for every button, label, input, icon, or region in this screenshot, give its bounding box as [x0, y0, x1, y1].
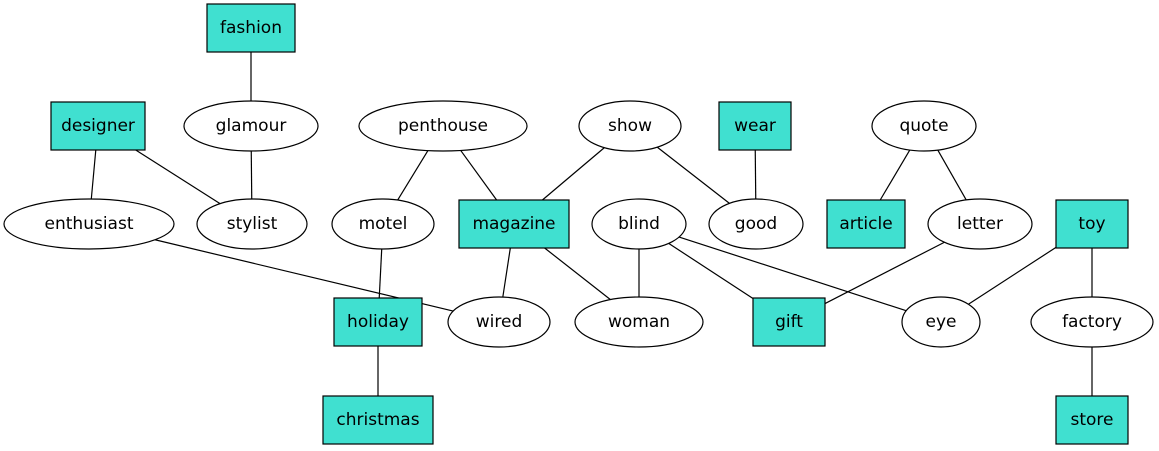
node-label-christmas: christmas — [336, 410, 419, 430]
node-ellipse-glamour — [183, 100, 319, 152]
edge-designer-enthusiast — [90, 149, 97, 200]
node-label-penthouse: penthouse — [398, 116, 488, 136]
node-eye: eye — [901, 296, 981, 348]
nodes-layer: fashion designer glamour penthouse show wear q… — [3, 3, 1154, 445]
node-glamour: glamour — [183, 100, 319, 152]
node-holiday: holiday — [333, 297, 423, 347]
node-ellipse-blind — [591, 198, 687, 250]
node-label-magazine: magazine — [472, 214, 555, 234]
edge-letter-gift — [824, 241, 945, 305]
node-label-wired: wired — [476, 312, 523, 332]
node-label-stylist: stylist — [227, 214, 278, 234]
node-fashion: fashion — [206, 3, 296, 53]
node-quote: quote — [871, 100, 977, 152]
node-ellipse-wired — [447, 296, 551, 348]
node-factory: factory — [1030, 296, 1154, 348]
edge-penthouse-magazine — [460, 150, 498, 201]
edges-layer — [90, 52, 1093, 396]
node-label-holiday: holiday — [347, 312, 409, 332]
node-box-toy — [1055, 199, 1129, 249]
node-box-article — [826, 199, 906, 249]
node-article: article — [826, 199, 906, 249]
node-ellipse-enthusiast — [3, 198, 175, 250]
node-label-blind: blind — [618, 214, 660, 234]
node-stylist: stylist — [196, 198, 308, 250]
node-label-show: show — [608, 116, 652, 136]
node-label-factory: factory — [1062, 312, 1122, 332]
node-good: good — [708, 198, 804, 250]
node-designer: designer — [50, 101, 146, 151]
node-label-gift: gift — [775, 312, 803, 332]
node-christmas: christmas — [322, 395, 434, 445]
node-wear: wear — [718, 101, 792, 151]
edge-wear-good — [754, 149, 757, 200]
edge-designer-stylist — [135, 149, 221, 205]
node-label-glamour: glamour — [216, 116, 287, 136]
node-label-article: article — [839, 214, 892, 234]
node-ellipse-letter — [927, 198, 1033, 250]
node-gift: gift — [752, 297, 826, 347]
node-ellipse-quote — [871, 100, 977, 152]
node-label-quote: quote — [899, 116, 948, 136]
node-box-holiday — [333, 297, 423, 347]
node-box-wear — [718, 101, 792, 151]
node-label-eye: eye — [926, 312, 957, 332]
node-box-gift — [752, 297, 826, 347]
node-label-woman: woman — [608, 312, 670, 332]
node-store: store — [1055, 395, 1129, 445]
node-label-toy: toy — [1078, 214, 1105, 234]
node-box-fashion — [206, 3, 296, 53]
node-blind: blind — [591, 198, 687, 250]
node-ellipse-factory — [1030, 296, 1154, 348]
node-box-magazine — [458, 199, 570, 249]
node-label-fashion: fashion — [220, 18, 282, 38]
node-label-wear: wear — [734, 116, 776, 136]
edge-show-magazine — [542, 147, 605, 201]
node-label-good: good — [735, 214, 777, 234]
node-label-store: store — [1071, 410, 1114, 430]
node-ellipse-show — [578, 100, 682, 152]
node-box-store — [1055, 395, 1129, 445]
node-ellipse-stylist — [196, 198, 308, 250]
node-box-designer — [50, 101, 146, 151]
edge-quote-letter — [937, 149, 967, 201]
edge-toy-eye — [968, 246, 1057, 305]
node-enthusiast: enthusiast — [3, 198, 175, 250]
node-ellipse-penthouse — [358, 100, 528, 152]
node-label-enthusiast: enthusiast — [45, 214, 134, 234]
node-ellipse-motel — [331, 198, 435, 250]
node-toy: toy — [1055, 199, 1129, 249]
edge-magazine-woman — [544, 247, 611, 301]
node-motel: motel — [331, 198, 435, 250]
edge-motel-holiday — [378, 248, 383, 299]
node-label-letter: letter — [957, 214, 1003, 234]
edge-show-good — [656, 146, 730, 204]
edge-blind-eye — [678, 236, 907, 312]
edge-penthouse-motel — [397, 150, 429, 201]
node-ellipse-good — [708, 198, 804, 250]
node-magazine: magazine — [458, 199, 570, 249]
edge-magazine-wired — [502, 247, 511, 298]
node-show: show — [578, 100, 682, 152]
node-box-christmas — [322, 395, 434, 445]
node-label-designer: designer — [61, 116, 135, 136]
node-ellipse-woman — [574, 296, 704, 348]
node-woman: woman — [574, 296, 704, 348]
node-label-motel: motel — [359, 214, 408, 234]
node-letter: letter — [927, 198, 1033, 250]
node-ellipse-eye — [901, 296, 981, 348]
node-penthouse: penthouse — [358, 100, 528, 152]
edge-blind-gift — [668, 242, 754, 299]
node-wired: wired — [447, 296, 551, 348]
edge-quote-article — [879, 149, 911, 201]
